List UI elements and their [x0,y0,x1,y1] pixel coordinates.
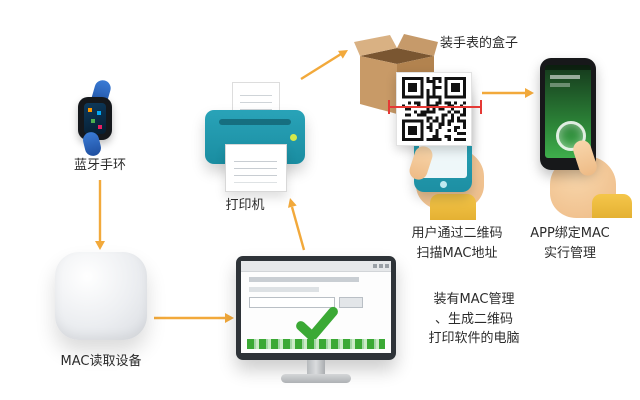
monitor-base [281,374,351,383]
software-input-field [249,297,335,308]
arrow-scan-to-app [482,88,534,98]
app-dial [556,121,586,151]
band-screen-pixels [88,108,92,112]
app-text-row2 [550,83,570,87]
mac-reader-device [55,252,147,340]
qr-code [401,77,467,141]
smartband-illustration [66,78,130,158]
app-text-row [550,75,580,79]
box-label: 装手表的盒子 [440,36,519,51]
printer-illustration [205,82,305,192]
app-phone [540,58,596,170]
app-label: APP绑定MAC 实行管理 [530,226,610,261]
arrow-watch-to-reader [95,180,105,250]
scanning-sleeve [430,194,476,220]
arrow-printer-to-box [300,50,348,81]
success-check-icon [296,306,338,342]
monitor-screen [241,261,391,353]
software-text-line [249,287,319,292]
printer-label: 打印机 [225,198,265,213]
software-status-bar [247,339,385,349]
computer-label: 装有MAC管理 、生成二维码 打印软件的电脑 [428,292,520,346]
app-sleeve [592,194,632,218]
monitor-stand [307,360,325,376]
mac-reader-label: MAC读取设备 [60,354,142,369]
app-phone-screen [545,65,591,158]
monitor-bezel [236,256,396,360]
window-buttons [373,264,389,268]
scanning-phone-home-button [439,181,447,188]
printer-slot [219,119,291,125]
arrow-computer-to-printer [288,198,306,251]
software-toolbar [249,277,359,282]
app-statusbar [545,65,591,70]
software-button [339,297,363,308]
arrow-reader-to-computer [154,313,234,323]
printer-paper-output [225,144,287,192]
scan-label: 用户通过二维码 扫描MAC地址 [411,226,503,261]
qr-code-panel [396,72,472,146]
band-label: 蓝牙手环 [73,158,126,173]
software-titlebar [241,261,391,272]
scan-tick-right [480,100,482,114]
scan-line [388,106,482,108]
printer-button [290,134,297,141]
band-screen [84,103,106,134]
scan-tick-left [388,100,390,114]
desktop-computer [236,256,396,386]
